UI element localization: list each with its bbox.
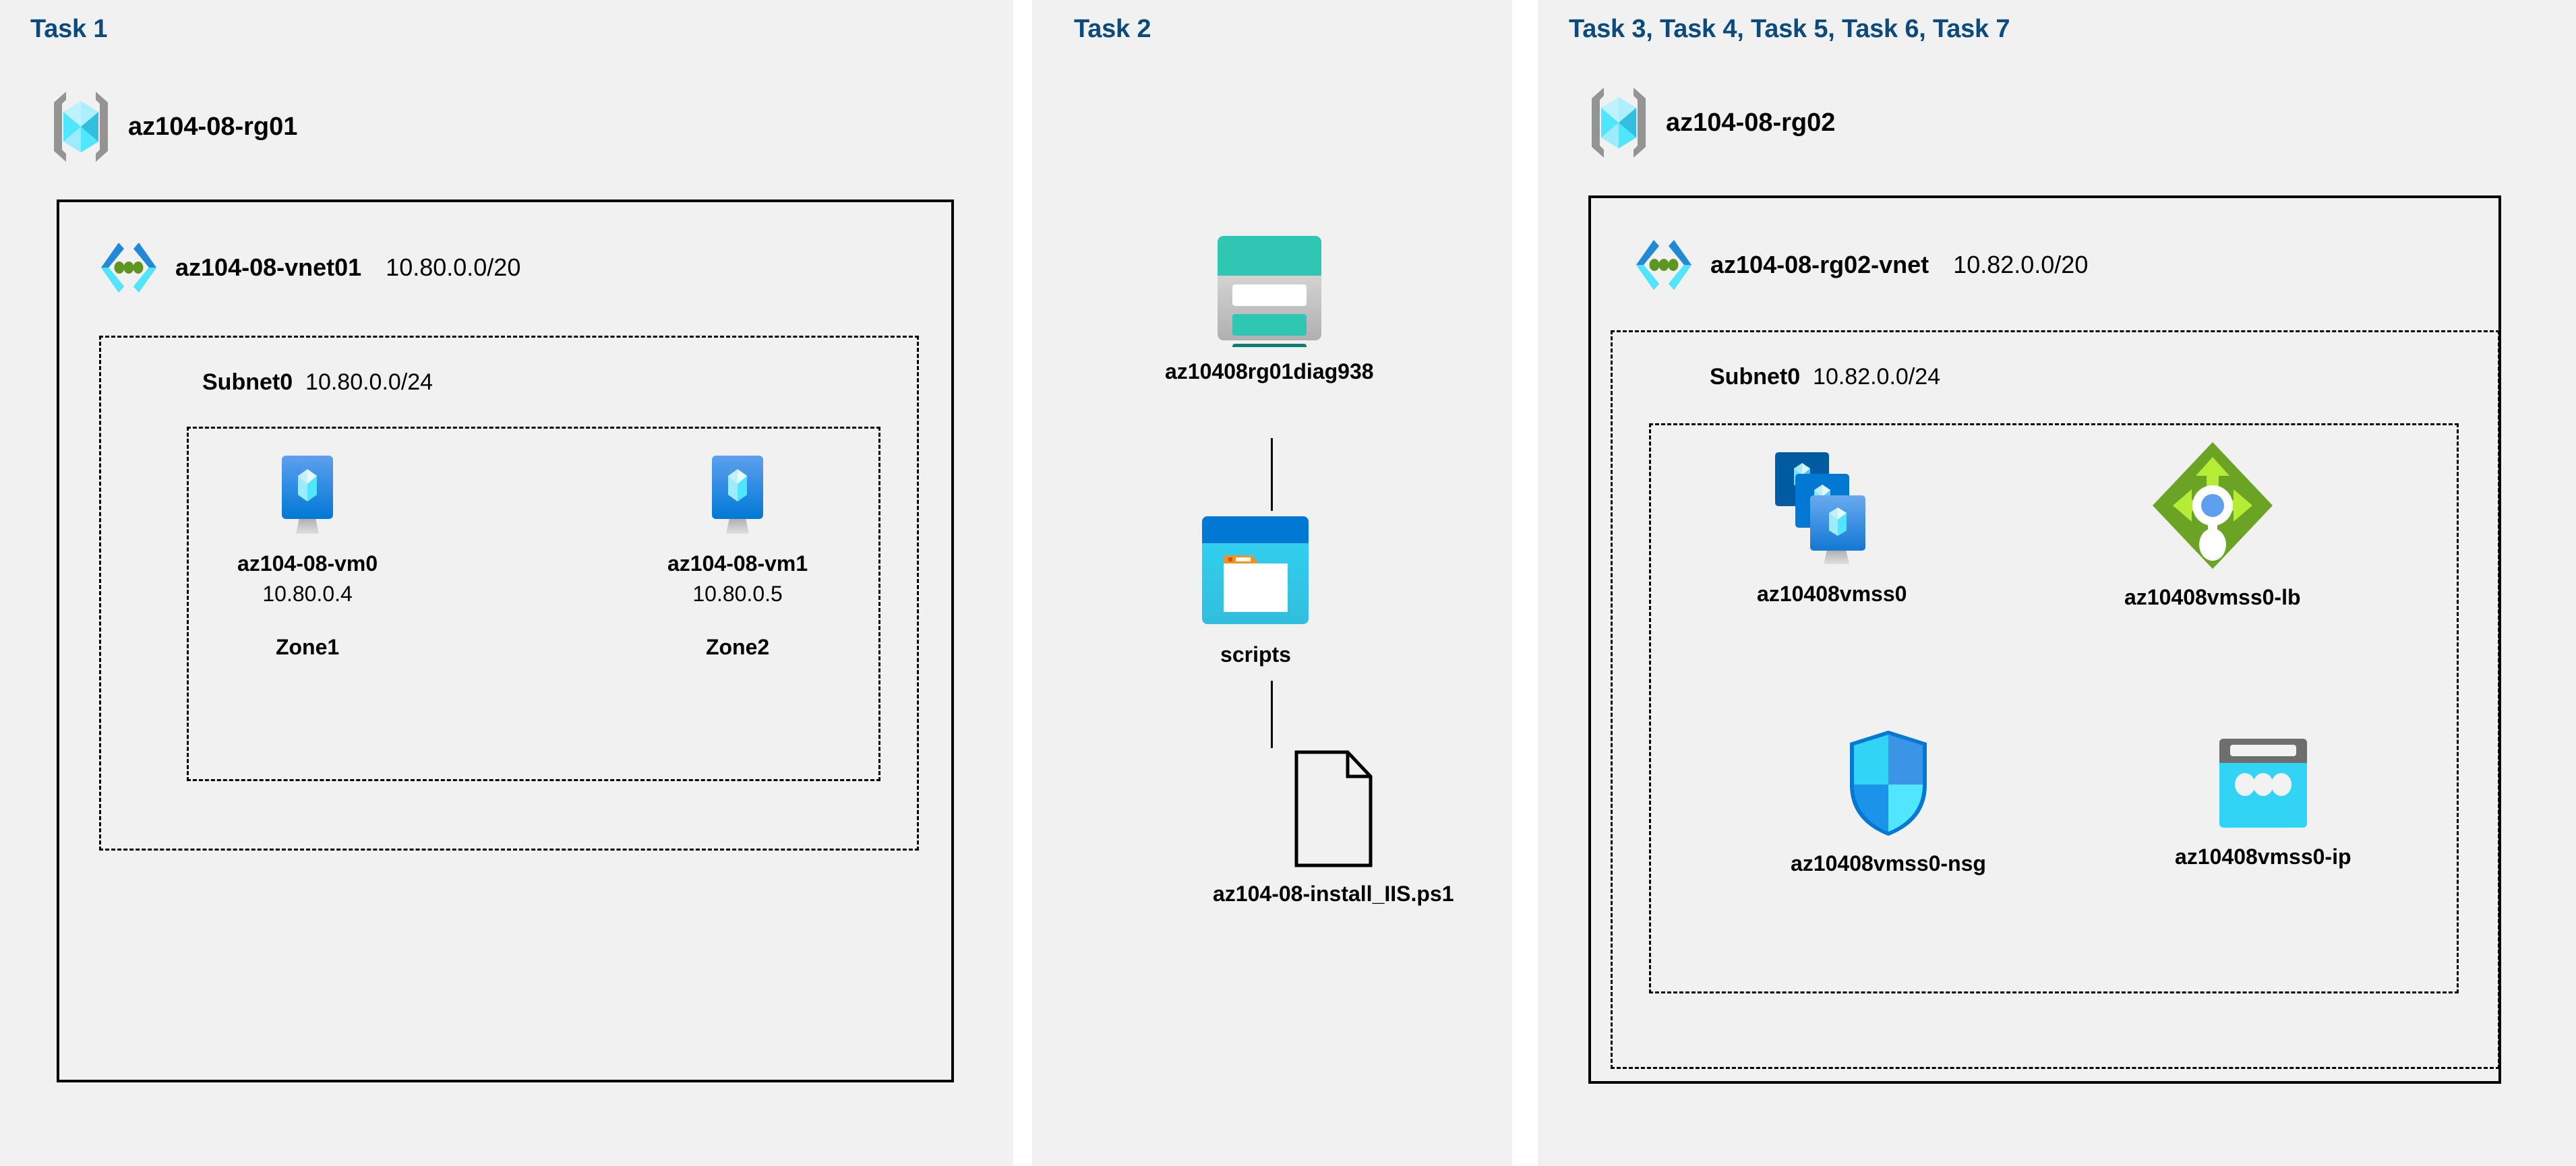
storage-account-label: az10408rg01diag938	[1165, 359, 1374, 383]
virtual-machine-icon	[700, 452, 775, 539]
resource-group-icon	[1586, 84, 1651, 162]
vm-group-boundary	[187, 427, 880, 781]
load-balancer-icon	[2149, 438, 2277, 573]
vnet01-cidr: 10.80.0.0/20	[386, 253, 521, 281]
task2-header: Task 2	[1074, 15, 1151, 43]
subnet0-right-boundary	[1611, 330, 2500, 1069]
vnet02-boundary	[1588, 195, 2501, 1084]
vnet02-cidr: 10.82.0.0/20	[1953, 251, 2089, 278]
storage-account-az10408rg01diag938[interactable]: az10408rg01diag938	[1165, 229, 1374, 384]
panel-task3: Task 3, Task 4, Task 5, Task 6, Task 7 a…	[1538, 0, 2576, 1166]
virtual-machine-icon	[270, 452, 345, 539]
network-security-group-icon	[1845, 728, 1932, 839]
vm0-ip: 10.80.0.4	[262, 582, 353, 606]
task3-header: Task 3, Task 4, Task 5, Task 6, Task 7	[1569, 15, 2010, 43]
subnet0-left-label: Subnet0 10.80.0.0/24	[202, 369, 433, 396]
file-az104-08-install-iis-ps1[interactable]: az104-08-install_IIS.ps1	[1213, 748, 1454, 907]
connector-scripts-to-file	[1271, 681, 1273, 748]
virtual-network-icon	[1634, 235, 1694, 295]
vm1-zone: Zone2	[705, 635, 770, 659]
vnet01-header[interactable]: az104-08-vnet01 10.80.0.0/20	[98, 237, 520, 298]
public-ip-address-az10408vmss0-ip[interactable]: az10408vmss0-ip	[2175, 735, 2352, 869]
resource-group-icon	[49, 88, 113, 166]
subnet0-right-name: Subnet0	[1710, 364, 1801, 390]
ps1-label: az104-08-install_IIS.ps1	[1213, 882, 1454, 906]
virtual-network-icon	[98, 237, 159, 298]
scripts-label: scripts	[1220, 642, 1291, 667]
resource-group-rg02[interactable]: az104-08-rg02	[1586, 84, 1835, 162]
vm-scale-set-icon	[1770, 448, 1894, 570]
blob-container-scripts[interactable]: scripts	[1197, 512, 1315, 667]
vm-az104-08-vm1[interactable]: az104-08-vm1 10.80.0.5 Zone2	[667, 452, 808, 660]
load-balancer-az10408vmss0-lb[interactable]: az10408vmss0-lb	[2124, 438, 2301, 610]
vm0-zone: Zone1	[275, 635, 340, 659]
subnet0-left-boundary	[99, 336, 919, 851]
vm1-label: az104-08-vm1	[667, 551, 808, 576]
resource-group-rg02-label: az104-08-rg02	[1666, 108, 1836, 137]
vm0-label: az104-08-vm0	[237, 551, 378, 576]
vnet02-header[interactable]: az104-08-rg02-vnet 10.82.0.0/20	[1634, 235, 2088, 295]
panel-task2: Task 2 az10408rg01diag938	[1032, 0, 1512, 1166]
subnet0-right-cidr: 10.82.0.0/24	[1813, 364, 1941, 390]
storage-account-icon	[1205, 229, 1334, 347]
vm1-ip: 10.80.0.5	[692, 582, 783, 606]
blob-container-icon	[1197, 512, 1315, 630]
vnet01-name: az104-08-vnet01	[175, 253, 362, 281]
panel-task1: Task 1 az104-08-rg01	[0, 0, 1013, 1166]
resource-group-inner-boundary	[1649, 423, 2459, 993]
resource-group-rg01[interactable]: az104-08-rg01	[49, 88, 297, 166]
vm-az104-08-vm0[interactable]: az104-08-vm0 10.80.0.4 Zone1	[237, 452, 378, 660]
vnet01-boundary	[57, 200, 954, 1082]
subnet0-right-label: Subnet0 10.82.0.0/24	[1710, 364, 1940, 390]
vmss0-lb-label: az10408vmss0-lb	[2124, 585, 2301, 609]
network-security-group-az10408vmss0-nsg[interactable]: az10408vmss0-nsg	[1791, 728, 1986, 876]
vmss0-nsg-label: az10408vmss0-nsg	[1791, 851, 1986, 876]
vm-scale-set-az10408vmss0[interactable]: az10408vmss0	[1757, 448, 1907, 607]
vnet02-name: az104-08-rg02-vnet	[1710, 251, 1929, 278]
resource-group-rg01-label: az104-08-rg01	[128, 112, 298, 141]
vmss0-ip-label: az10408vmss0-ip	[2175, 845, 2352, 869]
vmss0-label: az10408vmss0	[1757, 582, 1907, 606]
task1-header: Task 1	[30, 15, 108, 43]
connector-storage-to-scripts	[1271, 438, 1273, 511]
file-icon	[1290, 748, 1377, 869]
subnet0-left-name: Subnet0	[202, 369, 293, 395]
public-ip-address-icon	[2213, 735, 2314, 832]
subnet0-left-cidr: 10.80.0.0/24	[305, 369, 433, 395]
